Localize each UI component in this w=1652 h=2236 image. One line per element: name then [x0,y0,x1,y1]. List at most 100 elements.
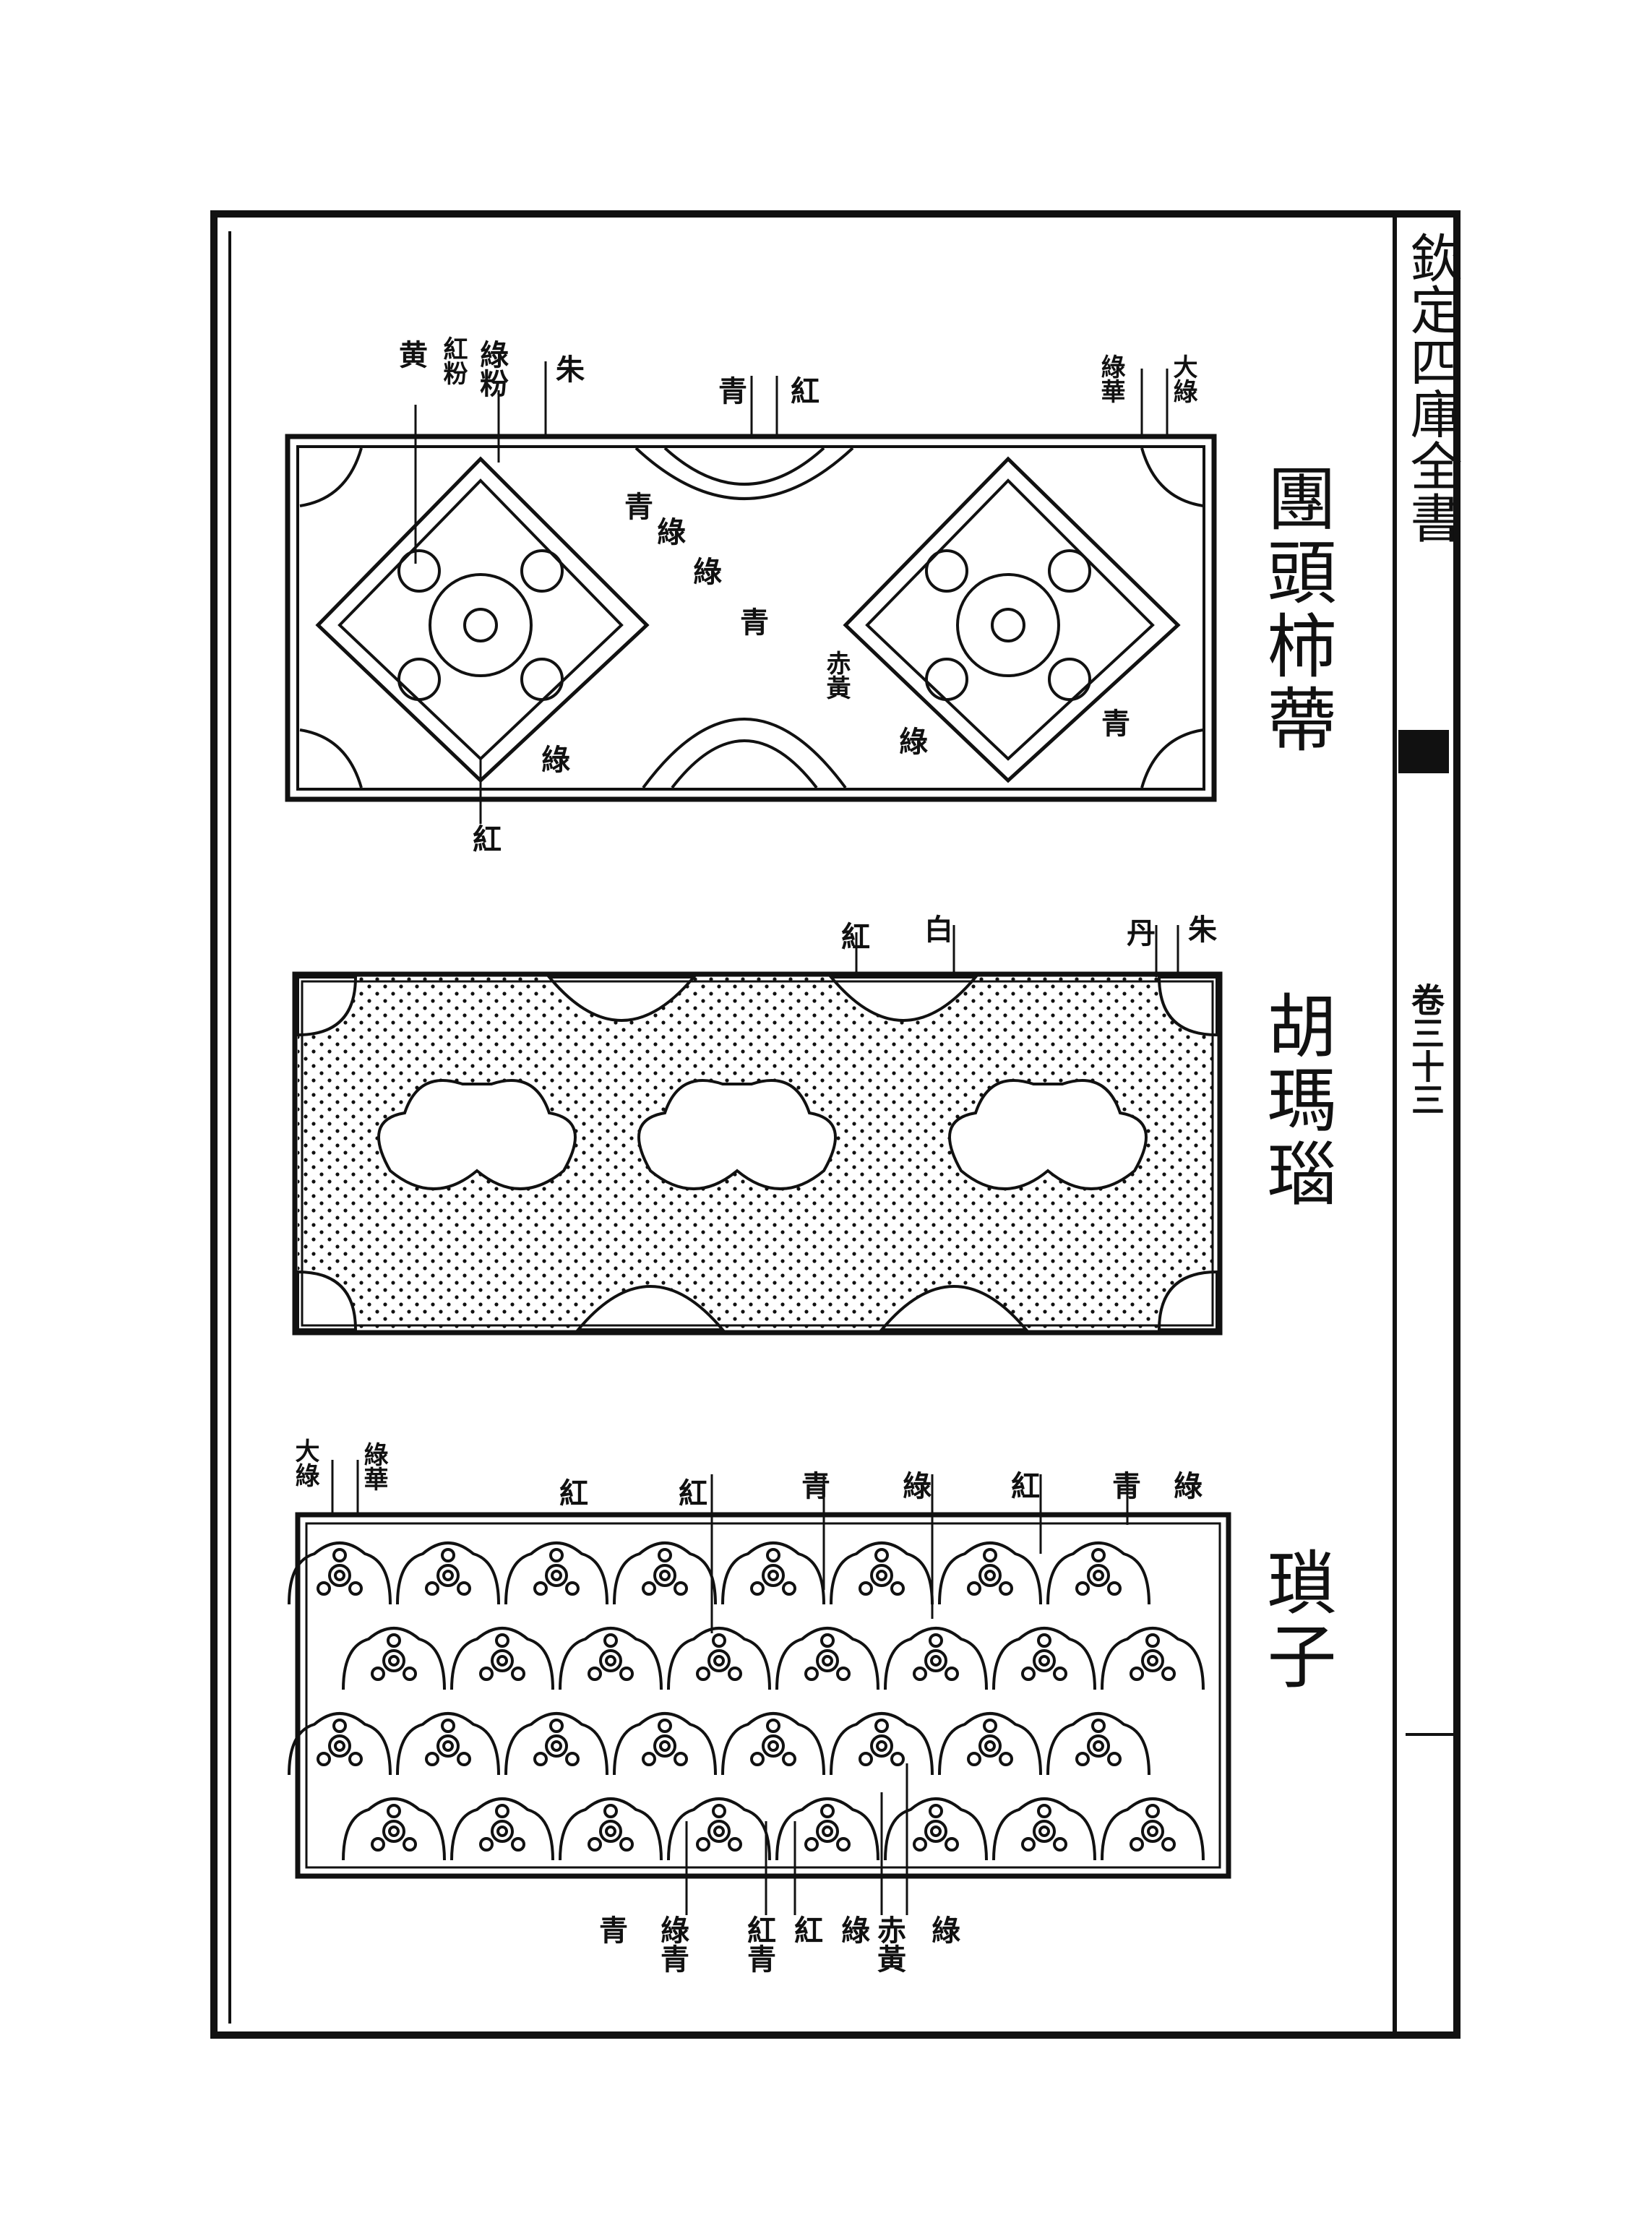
pattern-mark [1053,1837,1067,1852]
pattern-mark [984,1740,996,1752]
pattern-mark [728,1837,742,1852]
pattern-mark [999,1752,1013,1766]
pattern-mark [913,1837,927,1852]
pattern-mark [1038,1655,1050,1667]
pattern-mark [653,1734,676,1758]
pattern-mark [1161,1667,1176,1681]
pattern-mark [588,1837,602,1852]
pattern-mark [820,1804,835,1818]
pattern-mark [495,1804,509,1818]
pattern-mark [1147,1826,1158,1837]
color-label: 綠 [894,726,928,755]
panel-title-suozi: 瑣子 [1255,1547,1336,1694]
color-label: 朱 [1183,914,1217,943]
pattern-mark [667,1627,771,1690]
color-label: 綠 [836,1915,870,1944]
pattern-mark [425,1752,439,1766]
pattern-mark [588,1667,602,1681]
pattern-mark [317,1581,331,1596]
pattern-mark [913,1667,927,1681]
pattern-mark [619,1837,634,1852]
pattern-mark [884,1797,988,1861]
pattern-mark [884,1627,988,1690]
pattern-mark [929,1804,943,1818]
pattern-mark [491,1820,514,1843]
pattern-mark [388,1655,400,1667]
pattern-mark [1101,1627,1205,1690]
pattern-mark [658,1719,672,1733]
pattern-mark [1075,1752,1090,1766]
pattern-mark [658,1548,672,1562]
pattern-mark [328,1564,351,1587]
pattern-mark [804,1667,819,1681]
pattern-mark [549,1548,564,1562]
color-label: 大綠 [291,1438,319,1487]
color-label: 綠粉 [475,340,509,397]
pattern-mark [1130,1667,1144,1681]
pattern-mark [1075,1581,1090,1596]
color-label: 紅青 [742,1915,776,1973]
pattern-mark [545,1564,568,1587]
pattern-mark [712,1633,726,1648]
pattern-mark [288,1712,392,1776]
pattern-mark [1037,1804,1051,1818]
color-label: 青 [713,376,747,405]
pattern-mark [371,1667,385,1681]
pattern-mark [1093,1740,1104,1752]
panel-hu-manao-drawing [292,971,1223,1336]
pattern-mark [642,1581,656,1596]
pattern-mark [559,1627,663,1690]
pattern-mark [713,1655,725,1667]
pattern-mark [820,1633,835,1648]
pattern-mark [967,1752,981,1766]
pattern-mark [348,1752,363,1766]
pattern-mark [822,1655,833,1667]
pattern-mark [1091,1548,1106,1562]
pattern-mark [978,1564,1002,1587]
color-label: 赤黃 [872,1915,906,1973]
pattern-mark [533,1581,548,1596]
pattern-mark [659,1570,671,1581]
pattern-mark [1145,1804,1160,1818]
pattern-mark [876,1570,887,1581]
pattern-mark [342,1797,446,1861]
pattern-mark [403,1837,417,1852]
pattern-mark [1147,1655,1158,1667]
pattern-mark [565,1752,580,1766]
pattern-mark [436,1564,460,1587]
pattern-mark [442,1740,454,1752]
pattern-mark [929,1633,943,1648]
pattern-mark [1161,1837,1176,1852]
pattern-mark [450,1797,554,1861]
pattern-mark [334,1570,345,1581]
pattern-mark [332,1719,347,1733]
color-label: 紅粉 [439,336,468,385]
label-leader-lines [331,361,1179,1915]
pattern-mark [642,1752,656,1766]
pattern-mark [1053,1667,1067,1681]
pattern-mark [396,1712,500,1776]
pattern-mark [721,1712,825,1776]
pattern-mark [870,1564,893,1587]
pattern-mark [707,1649,731,1672]
pattern-mark [876,1740,887,1752]
color-label: 青 [1096,708,1130,737]
pattern-mark [930,1655,942,1667]
pattern-mark [822,1826,833,1837]
pattern-mark [728,1667,742,1681]
pattern-mark [1101,1797,1205,1861]
pattern-mark [613,1541,717,1605]
pattern-mark [441,1719,455,1733]
pattern-mark [479,1667,494,1681]
pattern-mark [328,1734,351,1758]
pattern-mark [559,1797,663,1861]
pattern-mark [605,1655,616,1667]
pattern-mark [495,1633,509,1648]
color-label: 白 [919,914,953,943]
pattern-mark [403,1667,417,1681]
pattern-mark [1033,1820,1056,1843]
pattern-mark [1107,1581,1122,1596]
pattern-mark [712,1804,726,1818]
